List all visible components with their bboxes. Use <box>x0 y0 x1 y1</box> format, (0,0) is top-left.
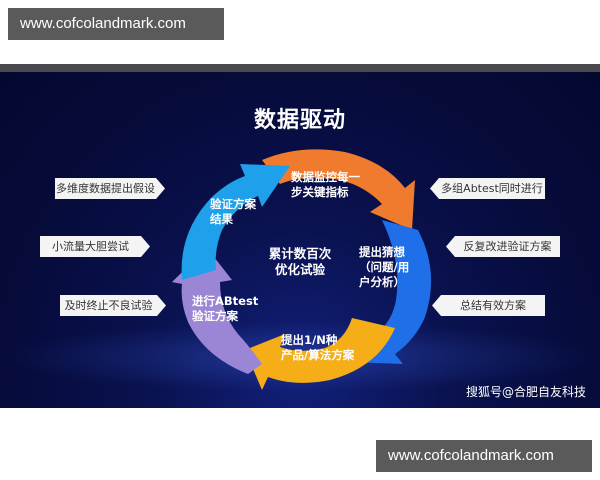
right-tag-2: 反复改进验证方案 <box>446 236 560 257</box>
left-tag-2: 小流量大胆尝试 <box>40 236 150 257</box>
cycle-arrow-purple <box>172 248 262 374</box>
cycle-step-hypothesis: 提出猜想 （问题/用 户分析） <box>359 245 409 290</box>
watermark-bottom: www.cofcolandmark.com <box>376 440 592 472</box>
step-line: 户分析） <box>359 275 405 289</box>
step-line: 提出猜想 <box>359 245 405 259</box>
slide: 数据驱动 累计数百次 优化试验 数据监控每一 步关键指标 提出猜想 （问题/用 … <box>0 72 600 408</box>
step-line: 验证方案 <box>210 197 256 211</box>
step-line: 数据监控每一 <box>291 170 360 184</box>
cycle-diagram <box>172 149 432 390</box>
cycle-arrow-cyan <box>181 164 290 280</box>
left-tag-1: 多维度数据提出假设 <box>55 178 165 199</box>
step-line: 步关键指标 <box>291 185 349 199</box>
cycle-step-monitor: 数据监控每一 步关键指标 <box>291 170 360 200</box>
cycle-arrow-orange <box>262 149 415 230</box>
step-line: 验证方案 <box>192 309 238 323</box>
step-line: 提出1/N种 <box>281 333 338 347</box>
step-line: （问题/用 <box>359 260 410 274</box>
left-tag-3: 及时终止不良试验 <box>60 295 166 316</box>
center-line-2: 优化试验 <box>274 262 325 277</box>
cycle-arrow-yellow <box>245 318 395 390</box>
step-line: 进行ABtest <box>192 294 259 308</box>
source-credit: 搜狐号@合肥自友科技 <box>465 385 586 399</box>
watermark-top: www.cofcolandmark.com <box>8 8 224 40</box>
right-tag-3: 总结有效方案 <box>432 295 545 316</box>
slide-title: 数据驱动 <box>253 108 346 133</box>
cycle-step-verify: 验证方案 结果 <box>210 197 256 227</box>
center-line-1: 累计数百次 <box>268 246 332 261</box>
cycle-step-abtest: 进行ABtest 验证方案 <box>192 294 258 324</box>
right-tag-1: 多组Abtest同时进行 <box>430 178 545 199</box>
cycle-center-text: 累计数百次 优化试验 <box>255 246 345 278</box>
step-line: 产品/算法方案 <box>281 348 355 362</box>
slide-top-border <box>0 64 600 72</box>
cycle-step-proposal: 提出1/N种 产品/算法方案 <box>281 333 354 363</box>
step-line: 结果 <box>210 212 233 226</box>
